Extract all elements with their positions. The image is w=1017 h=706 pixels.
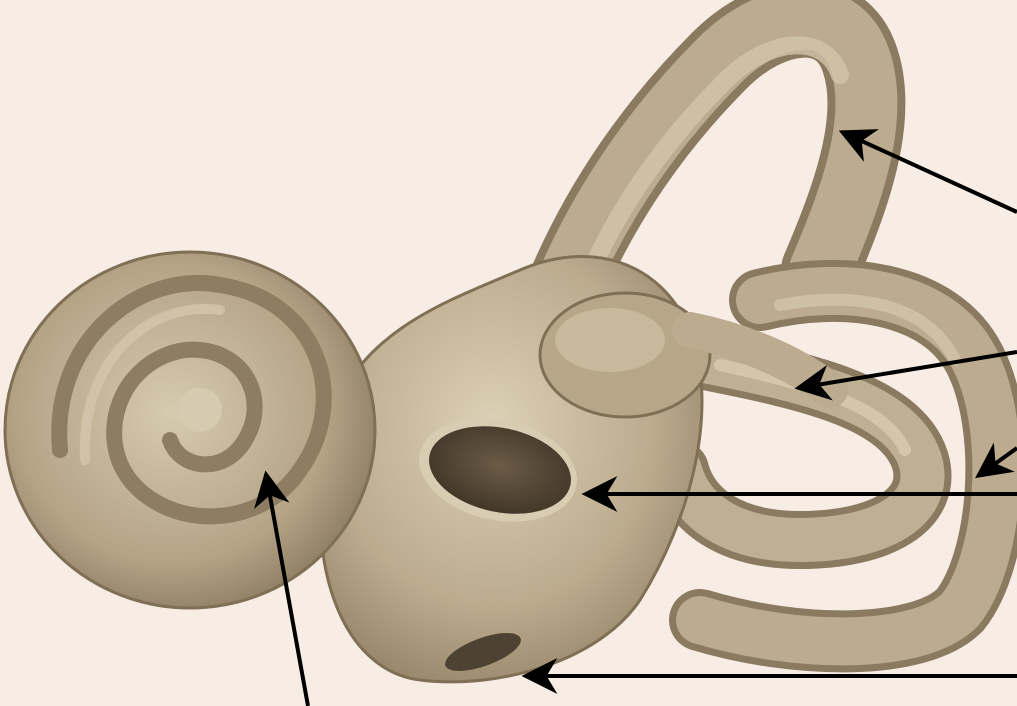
cochlea-spiral xyxy=(5,252,375,608)
